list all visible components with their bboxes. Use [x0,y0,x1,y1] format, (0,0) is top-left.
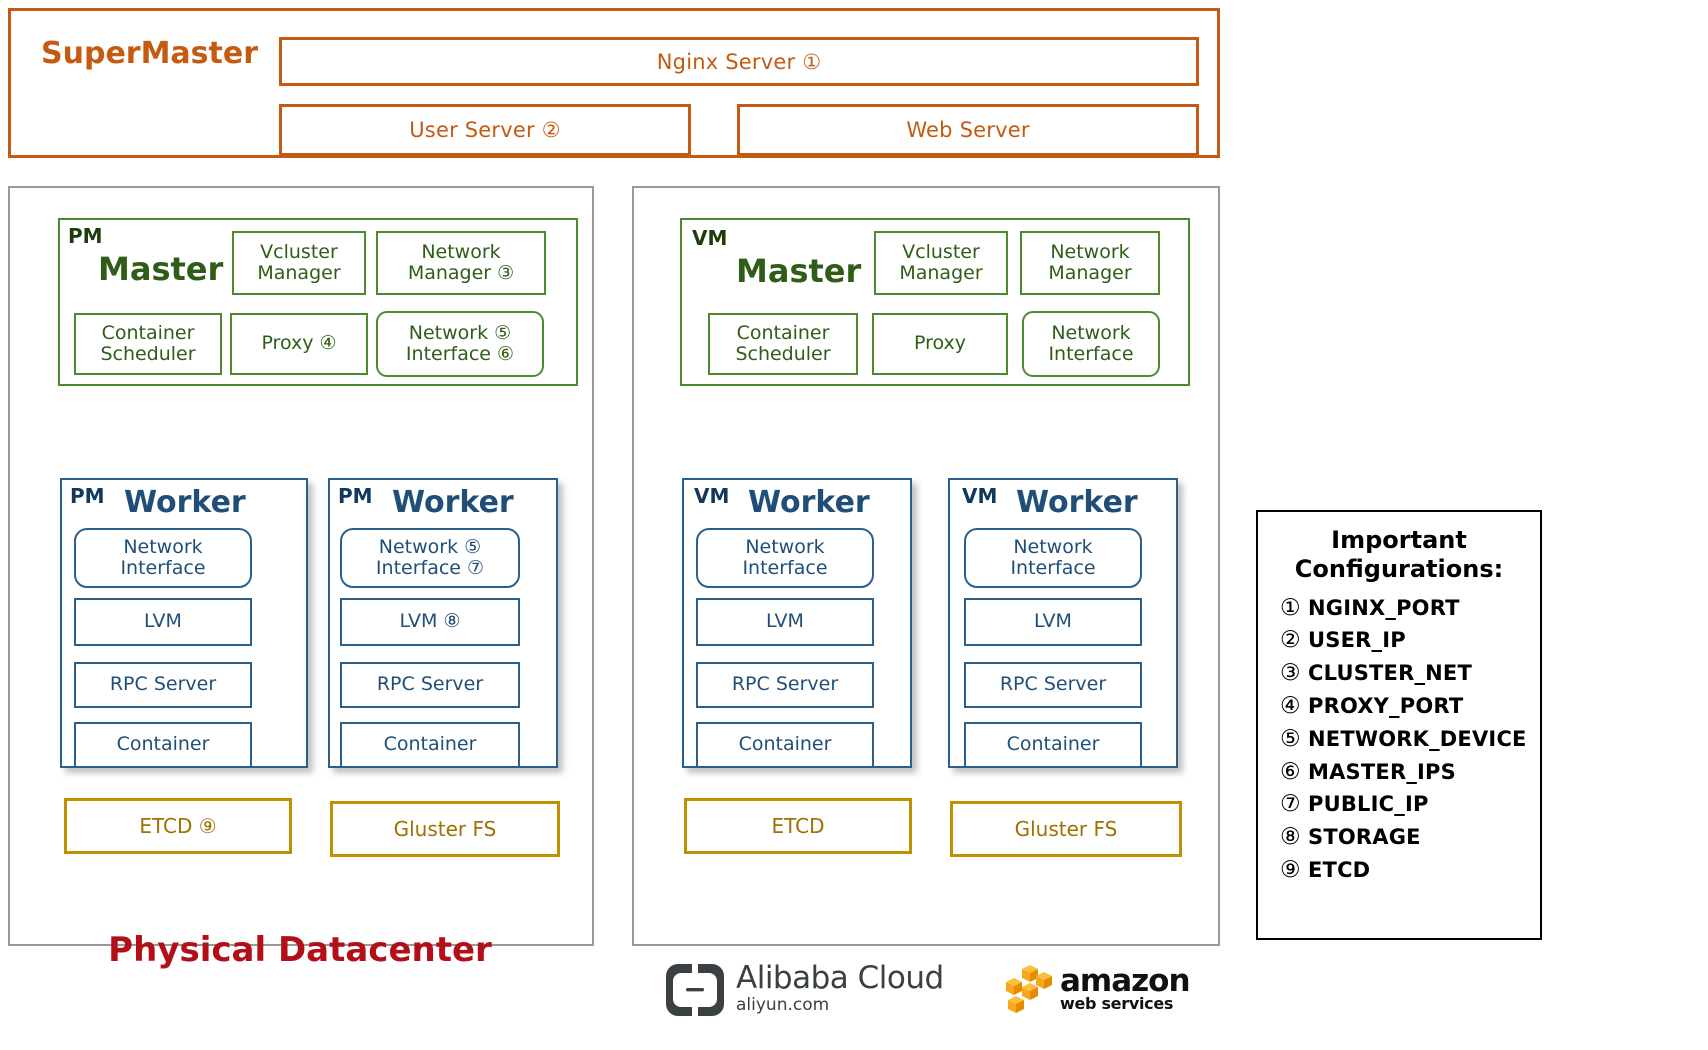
pm-worker-2-rpc-server[interactable]: RPC Server [340,662,520,708]
pm-worker-1-title: Worker [124,484,246,520]
vm-worker-1-rpc-server[interactable]: RPC Server [696,662,874,708]
vm-worker-1-container[interactable]: Container [696,722,874,768]
vm-master-container-scheduler[interactable]: Container Scheduler [708,313,858,375]
pm-worker-2-network-interface[interactable]: Network ⑤ Interface ⑦ [340,528,520,588]
vm-etcd-box[interactable]: ETCD [684,798,912,854]
vm-worker-2-network-interface[interactable]: Network Interface [964,528,1142,588]
legend-name: STORAGE [1308,825,1421,850]
alibaba-cloud-logo: Alibaba Cloud aliyun.com [662,955,952,1025]
alibaba-cloud-icon [666,964,724,1016]
vm-master-title: Master [736,252,862,290]
legend-number: ⑨ [1280,857,1301,884]
vm-worker-2-title: Worker [1016,484,1138,520]
vm-worker-2-rpc-server[interactable]: RPC Server [964,662,1142,708]
legend-item: ⑤ NETWORK_DEVICE [1280,724,1540,755]
vm-master-host-tag: VM [692,226,728,250]
nginx-server-box[interactable]: Nginx Server ① [279,37,1199,86]
pm-master-network-manager[interactable]: Network Manager ③ [376,231,546,295]
legend-title-line2: Configurations: [1294,555,1504,584]
legend-name: MASTER_IPS [1308,759,1456,784]
pm-master-host-tag: PM [68,224,103,248]
pm-worker-1-container[interactable]: Container [74,722,252,768]
alibaba-cloud-domain: aliyun.com [736,995,830,1016]
legend-number: ① [1280,594,1301,621]
important-configurations-panel: Important Configurations: ① NGINX_PORT ②… [1256,510,1542,940]
legend-item: ③ CLUSTER_NET [1280,658,1540,689]
vm-worker-1-title: Worker [748,484,870,520]
legend-number: ⑦ [1280,791,1301,818]
pm-master-proxy[interactable]: Proxy ④ [230,313,368,375]
legend-item: ⑨ ETCD [1280,855,1540,886]
legend-number: ⑤ [1280,725,1301,752]
pm-gluster-fs-box[interactable]: Gluster FS [330,801,560,857]
supermaster-panel: SuperMaster Nginx Server ① User Server ②… [8,8,1220,158]
pm-worker-1-network-interface[interactable]: Network Interface [74,528,252,588]
legend-name: CLUSTER_NET [1308,661,1473,686]
pm-master-container-scheduler[interactable]: Container Scheduler [74,313,222,375]
vm-master-vcluster-manager[interactable]: Vcluster Manager [874,231,1008,295]
legend-name: PUBLIC_IP [1308,792,1429,817]
vm-worker-1-host-tag: VM [694,484,730,508]
vm-worker-2-container[interactable]: Container [964,722,1142,768]
aws-name: amazon [1060,962,1191,999]
vm-gluster-fs-box[interactable]: Gluster FS [950,801,1182,857]
pm-worker-1-rpc-server[interactable]: RPC Server [74,662,252,708]
legend-item: ⑦ PUBLIC_IP [1280,789,1540,820]
vm-master-proxy[interactable]: Proxy [872,313,1008,375]
vm-master-network-manager[interactable]: Network Manager [1020,231,1160,295]
aws-subtitle: web services [1060,994,1174,1014]
legend-number: ⑥ [1280,758,1301,785]
legend-list: ① NGINX_PORT ② USER_IP ③ CLUSTER_NET ④ P… [1258,593,1540,886]
legend-name: PROXY_PORT [1308,693,1464,718]
legend-number: ② [1280,627,1301,654]
legend-item: ④ PROXY_PORT [1280,691,1540,722]
web-server-box[interactable]: Web Server [737,104,1199,156]
pm-master-network-interface[interactable]: Network ⑤ Interface ⑥ [376,311,544,377]
legend-name: NGINX_PORT [1308,595,1460,620]
pm-worker-1-host-tag: PM [70,484,105,508]
vm-worker-1-network-interface[interactable]: Network Interface [696,528,874,588]
vm-master-network-interface[interactable]: Network Interface [1022,311,1160,377]
legend-name: ETCD [1308,858,1371,883]
vm-worker-2-lvm[interactable]: LVM [964,598,1142,646]
legend-name: USER_IP [1308,628,1406,653]
pm-master-title: Master [98,250,224,288]
supermaster-title: SuperMaster [41,35,259,71]
aws-logo: amazon web services [1000,955,1200,1025]
user-server-box[interactable]: User Server ② [279,104,691,156]
pm-master-vcluster-manager[interactable]: Vcluster Manager [232,231,366,295]
vm-worker-1-lvm[interactable]: LVM [696,598,874,646]
legend-number: ④ [1280,692,1301,719]
vm-worker-2-host-tag: VM [962,484,998,508]
legend-title: Important Configurations: [1258,526,1540,585]
legend-number: ③ [1280,660,1301,687]
legend-title-line1: Important [1331,526,1467,554]
pm-worker-1-lvm[interactable]: LVM [74,598,252,646]
alibaba-cloud-name: Alibaba Cloud [736,960,944,997]
legend-item: ⑥ MASTER_IPS [1280,757,1540,788]
pm-worker-2-container[interactable]: Container [340,722,520,768]
legend-name: NETWORK_DEVICE [1308,726,1527,751]
legend-item: ⑧ STORAGE [1280,822,1540,853]
legend-item: ② USER_IP [1280,625,1540,656]
legend-number: ⑧ [1280,824,1301,851]
pm-worker-2-host-tag: PM [338,484,373,508]
pm-worker-2-title: Worker [392,484,514,520]
pm-etcd-box[interactable]: ETCD ⑨ [64,798,292,854]
aws-cubes-icon [1006,965,1052,1013]
legend-item: ① NGINX_PORT [1280,593,1540,624]
physical-datacenter-label: Physical Datacenter [108,930,492,970]
pm-worker-2-lvm[interactable]: LVM ⑧ [340,598,520,646]
